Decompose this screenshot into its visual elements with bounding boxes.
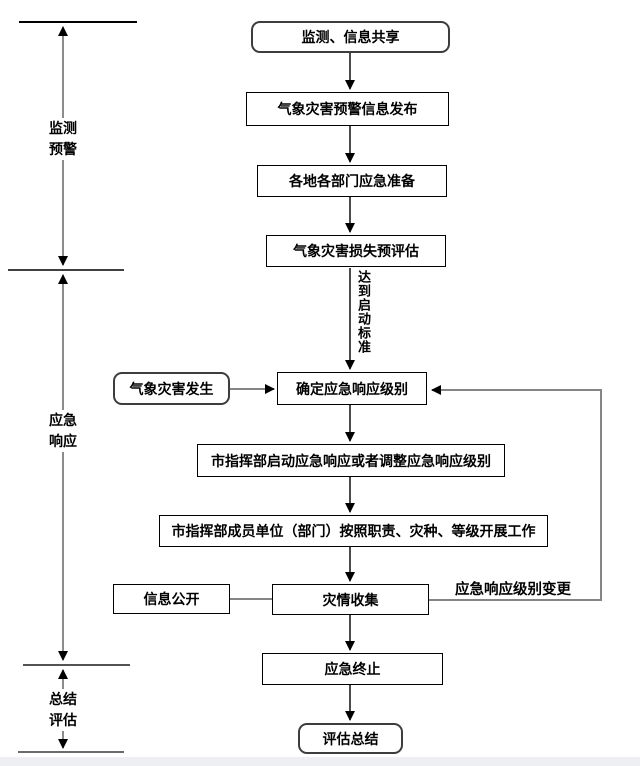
- node-determine-level: 确定应急响应级别: [277, 372, 427, 405]
- phase-axis: [8, 21, 137, 753]
- node-disaster-occur: 气象灾害发生: [113, 372, 230, 405]
- node-disaster-collect: 灾情收集: [272, 584, 429, 615]
- node-label: 监测、信息共享: [301, 29, 400, 45]
- node-start-or-adjust: 市指挥部启动应急响应或者调整应急响应级别: [197, 444, 505, 477]
- phase-label-monitoring: 监测 预警: [38, 118, 88, 160]
- phase-label-response: 应急 响应: [38, 410, 88, 452]
- node-label: 市指挥部启动应急响应或者调整应急响应级别: [211, 452, 491, 469]
- footer-strip: [0, 757, 640, 766]
- node-label: 气象灾害损失预评估: [293, 243, 419, 259]
- node-label: 气象灾害预警信息发布: [277, 101, 418, 117]
- node-label: 应急终止: [324, 661, 381, 677]
- node-emergency-end: 应急终止: [262, 653, 443, 685]
- node-warning-release: 气象灾害预警信息发布: [246, 92, 449, 126]
- phase-label-evaluation: 总结 评估: [38, 689, 88, 731]
- node-label: 评估总结: [322, 730, 379, 747]
- feedback-label: 应急响应级别变更: [455, 582, 571, 598]
- node-label: 气象灾害发生: [129, 380, 214, 397]
- node-label: 市指挥部成员单位（部门）按照职责、灾种、等级开展工作: [171, 523, 536, 539]
- feedback-loop-line: [429, 385, 602, 601]
- node-label: 确定应急响应级别: [296, 380, 408, 397]
- node-monitor-share: 监测、信息共享: [251, 21, 450, 53]
- node-label: 灾情收集: [322, 591, 379, 608]
- node-label: 信息公开: [143, 591, 200, 607]
- node-preparation: 各地各部门应急准备: [257, 165, 447, 197]
- trigger-condition-label: 达到启动标准: [356, 270, 371, 354]
- side-connectors: [230, 384, 602, 601]
- node-info-public: 信息公开: [113, 584, 230, 614]
- node-members-work: 市指挥部成员单位（部门）按照职责、灾种、等级开展工作: [159, 515, 548, 547]
- node-loss-assessment: 气象灾害损失预评估: [266, 235, 446, 267]
- node-label: 各地各部门应急准备: [289, 173, 415, 189]
- node-eval-summary: 评估总结: [298, 723, 403, 754]
